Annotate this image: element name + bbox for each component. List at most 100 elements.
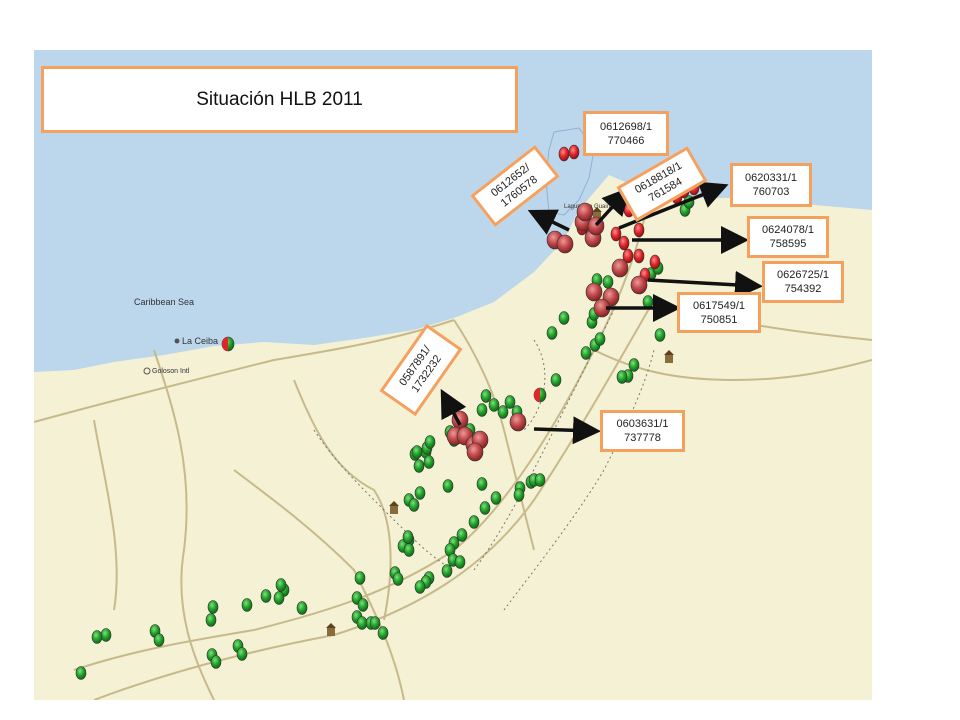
negative-sample-marker	[546, 326, 558, 340]
negative-sample-marker	[513, 488, 525, 502]
label-lagoon: Laguna de Guaimoreto	[564, 204, 626, 210]
negative-sample-marker	[408, 498, 420, 512]
negative-sample-marker	[354, 571, 366, 585]
negative-sample-marker	[468, 515, 480, 529]
arrow-c9	[533, 416, 601, 445]
callout-c6: 0626725/1 754392	[762, 261, 844, 303]
negative-sample-marker	[550, 373, 562, 387]
page-title: Situación HLB 2011	[196, 88, 363, 110]
negative-sample-marker	[210, 655, 222, 669]
negative-sample-marker	[594, 332, 606, 346]
callout-line2: 760703	[752, 186, 790, 198]
negative-sample-marker	[414, 486, 426, 500]
callout-line1: 0624078/1	[762, 224, 814, 236]
negative-sample-marker	[654, 328, 666, 342]
negative-sample-marker	[558, 311, 570, 325]
positive-sample-marker	[558, 146, 570, 162]
map-canvas: Caribbean Sea La Ceiba Goloson Intl Lagu…	[34, 50, 872, 700]
positive-sample-marker	[622, 248, 634, 264]
callout-line1: 0620331/1	[745, 172, 797, 184]
negative-sample-marker	[441, 564, 453, 578]
negative-sample-marker	[454, 555, 466, 569]
arrow-c3	[594, 186, 631, 227]
positive-cluster-marker	[509, 412, 527, 432]
negative-sample-marker	[357, 598, 369, 612]
positive-sample-marker	[633, 248, 645, 264]
negative-sample-marker	[369, 616, 381, 630]
negative-sample-marker	[275, 578, 287, 592]
building-icon	[326, 623, 336, 636]
positive-cluster-marker	[630, 275, 648, 295]
arrow-c8	[440, 388, 467, 426]
negative-sample-marker	[207, 600, 219, 614]
negative-sample-marker	[153, 633, 165, 647]
callout-line2: 750851	[700, 313, 738, 326]
negative-sample-marker	[414, 580, 426, 594]
building-icon	[592, 207, 602, 220]
negative-sample-marker	[236, 647, 248, 661]
negative-sample-marker	[424, 435, 436, 449]
negative-sample-marker	[497, 405, 509, 419]
negative-sample-marker	[479, 501, 491, 515]
callout-line1: 0612698/1	[600, 120, 652, 133]
negative-sample-marker	[488, 398, 500, 412]
label-caribbean-sea: Caribbean Sea	[134, 297, 194, 307]
negative-sample-marker	[403, 543, 415, 557]
city-marker-icon	[174, 338, 180, 344]
negative-sample-marker	[602, 275, 614, 289]
negative-sample-marker	[273, 591, 285, 605]
positive-sample-marker	[649, 254, 661, 270]
callout-c9: 0603631/1 737778	[600, 410, 685, 452]
callout-line2: 758595	[769, 238, 807, 250]
positive-cluster-marker	[576, 202, 594, 222]
negative-sample-marker	[628, 358, 640, 372]
callout-line2: 754392	[784, 283, 822, 295]
airport-icon	[143, 367, 151, 375]
negative-sample-marker	[442, 479, 454, 493]
negative-sample-marker	[356, 616, 368, 630]
positive-cluster-marker	[556, 234, 574, 254]
positive-cluster-marker	[585, 282, 603, 302]
positive-cluster-marker	[611, 258, 629, 278]
building-icon	[389, 501, 399, 514]
callout-line1: 0617549/1	[693, 299, 745, 312]
positive-cluster-marker	[466, 442, 484, 462]
negative-sample-marker	[75, 666, 87, 680]
arrow-c6	[647, 270, 763, 299]
callout-c5: 0624078/1 758595	[747, 216, 829, 258]
negative-sample-marker	[402, 530, 414, 544]
arrow-c2	[527, 209, 570, 235]
callout-line2: 737778	[624, 432, 661, 444]
negative-sample-marker	[534, 473, 546, 487]
positive-sample-marker	[568, 144, 580, 160]
negative-sample-marker	[91, 630, 103, 644]
callout-line1: 0603631/1	[616, 418, 669, 430]
negative-sample-marker	[476, 403, 488, 417]
callout-c4: 0620331/1 760703	[730, 163, 812, 207]
positive-sample-marker	[610, 226, 622, 242]
negative-sample-marker	[423, 455, 435, 469]
negative-sample-marker	[504, 395, 516, 409]
negative-sample-marker	[490, 491, 502, 505]
sample-markers	[75, 144, 700, 680]
callout-line2: 770466	[607, 134, 645, 147]
title-box: Situación HLB 2011	[41, 66, 518, 133]
negative-sample-marker	[456, 528, 468, 542]
negative-sample-marker	[580, 346, 592, 360]
positive-sample-marker	[633, 222, 645, 238]
negative-sample-marker	[480, 389, 492, 403]
negative-sample-marker	[260, 589, 272, 603]
negative-sample-marker	[100, 628, 112, 642]
negative-sample-marker	[205, 613, 217, 627]
label-airport: Goloson Intl	[152, 368, 190, 375]
mixed-sample-half	[534, 388, 540, 402]
negative-sample-marker	[413, 459, 425, 473]
negative-sample-marker	[476, 477, 488, 491]
negative-sample-marker	[616, 370, 628, 384]
callout-line1: 0626725/1	[777, 269, 829, 281]
mixed-sample-half	[222, 337, 228, 351]
negative-sample-marker	[377, 626, 389, 640]
negative-sample-marker	[296, 601, 308, 615]
